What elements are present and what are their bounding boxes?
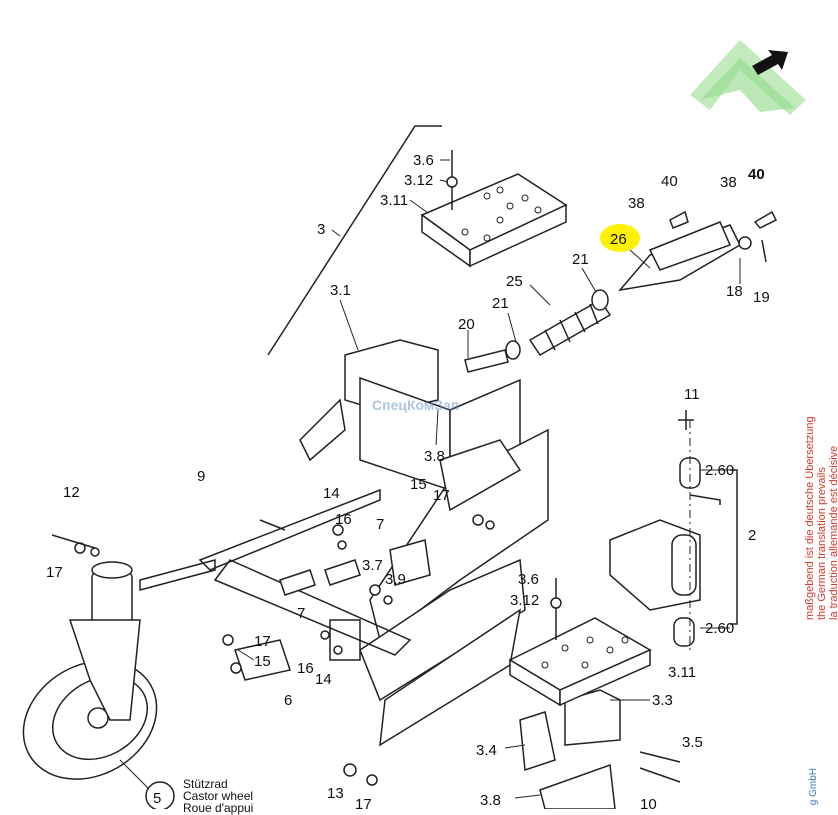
label-7: 7 (376, 516, 384, 533)
logo-mark (690, 40, 806, 115)
label-17: 17 (254, 633, 271, 650)
label-3-3: 3.3 (652, 692, 673, 709)
highlight-26 (600, 224, 640, 252)
cylinder-assembly (505, 210, 778, 360)
label-14: 14 (323, 485, 340, 502)
label-15: 15 (410, 476, 427, 493)
label-2: 2 (748, 527, 756, 544)
caption-de: Stützrad (183, 777, 228, 791)
label-14: 14 (315, 671, 332, 688)
label-17: 17 (355, 796, 372, 809)
label-3-8: 3.8 (480, 792, 501, 809)
label-7: 7 (297, 605, 305, 622)
label-3-4: 3.4 (476, 742, 497, 759)
label-25: 25 (506, 273, 523, 290)
label-17: 17 (46, 564, 63, 581)
label-10: 10 (640, 796, 657, 809)
label-3-5: 3.5 (682, 734, 703, 751)
translation-note: maßgebend ist die deutsche Übersetzung t… (804, 380, 838, 620)
plate-3-11-bottom (508, 617, 652, 707)
label-3-11: 3.11 (668, 664, 696, 681)
caption-en: Castor wheel (183, 789, 254, 803)
label-38: 38 (720, 174, 737, 191)
label-3-9: 3.9 (385, 571, 406, 588)
note-line-de: maßgebend ist die deutsche Übersetzung (804, 416, 816, 620)
label-21: 21 (492, 295, 509, 312)
label-40: 40 (748, 166, 765, 183)
label-3-6: 3.6 (413, 152, 434, 169)
note-line-fr: la traduction allemande est décisive (828, 445, 838, 620)
fasteners (51, 514, 681, 786)
label-2-60: 2.60 (705, 462, 734, 479)
label-19: 19 (753, 289, 770, 306)
castor-wheel (22, 559, 216, 780)
label-2-60: 2.60 (705, 620, 734, 637)
pivot-bracket (609, 420, 721, 650)
note-line-en: the German translation prevails (816, 467, 828, 620)
label-5: 5 (153, 790, 161, 807)
label-16: 16 (335, 511, 352, 528)
label-12: 12 (63, 484, 80, 501)
label-21: 21 (572, 251, 589, 268)
caption-fr: Roue d'appui (183, 801, 254, 815)
label-6: 6 (284, 692, 292, 709)
label-3-8: 3.8 (424, 448, 445, 465)
label-18: 18 (726, 283, 743, 300)
label-3-7: 3.7 (362, 557, 383, 574)
label-3-11: 3.11 (380, 192, 408, 209)
main-frame (198, 339, 549, 747)
view-number-circle (145, 781, 175, 809)
leader-lines (119, 159, 741, 799)
label-3: 3 (317, 221, 325, 238)
arrow-icon[interactable] (752, 50, 788, 75)
label-3-12: 3.12 (510, 592, 539, 609)
label-9: 9 (197, 468, 205, 485)
label-3-6: 3.6 (518, 571, 539, 588)
label-16: 16 (297, 660, 314, 677)
label-38: 38 (628, 195, 645, 212)
label-3-12: 3.12 (404, 172, 433, 189)
label-15: 15 (254, 653, 271, 670)
label-40: 40 (661, 173, 678, 190)
label-17: 17 (433, 487, 450, 504)
watermark: СпецКомЗап (372, 397, 460, 413)
label-26: 26 (610, 231, 627, 248)
label-13: 13 (327, 785, 344, 802)
company-note: g GmbH (808, 768, 819, 806)
plate-3-11-top (420, 173, 568, 268)
label-20: 20 (458, 316, 475, 333)
label-11: 11 (684, 386, 700, 403)
label-3-1: 3.1 (330, 282, 351, 299)
